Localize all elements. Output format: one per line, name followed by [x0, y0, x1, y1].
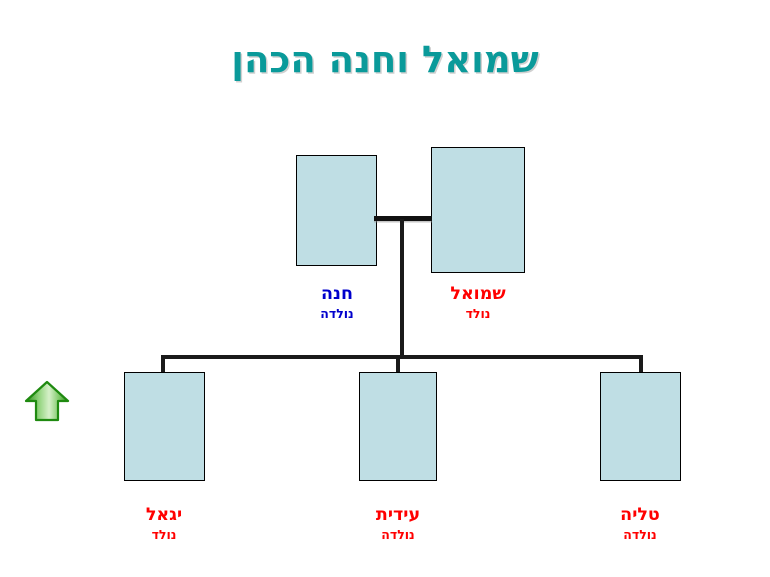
photo-box-hana[interactable] [296, 155, 377, 266]
photo-box-shmuel[interactable] [431, 147, 525, 273]
caption-idit: עידית נולדה [349, 504, 447, 543]
child-drop-line-talia [639, 355, 643, 373]
photo-box-talia[interactable] [600, 372, 681, 481]
person-status-shmuel: נולד [465, 306, 491, 321]
child-drop-line-yigal [161, 355, 165, 373]
person-name-shmuel: שמואל [450, 284, 506, 304]
person-status-hana: נולדה [320, 306, 354, 321]
person-status-yigal: נולד [151, 527, 177, 542]
caption-talia: טליה נולדה [591, 504, 689, 543]
photo-box-idit[interactable] [359, 372, 437, 481]
descent-connector-line [400, 219, 404, 357]
person-name-yigal: יגאל [145, 505, 183, 525]
up-arrow-icon [24, 380, 70, 422]
sibling-connector-bar [161, 355, 643, 359]
caption-shmuel: שמואל נולד [429, 283, 527, 322]
person-name-idit: עידית [375, 505, 421, 525]
person-name-talia: טליה [620, 505, 660, 525]
up-arrow-button[interactable] [24, 380, 70, 422]
page-title: שמואל וחנה הכהן [231, 38, 539, 81]
person-name-hana: חנה [321, 284, 353, 304]
person-status-idit: נולדה [381, 527, 415, 542]
child-drop-line-idit [396, 355, 400, 373]
spouse-connector-line [374, 216, 432, 221]
photo-box-yigal[interactable] [124, 372, 205, 481]
caption-yigal: יגאל נולד [115, 504, 213, 543]
caption-hana: חנה נולדה [288, 283, 386, 322]
person-status-talia: נולדה [623, 527, 657, 542]
